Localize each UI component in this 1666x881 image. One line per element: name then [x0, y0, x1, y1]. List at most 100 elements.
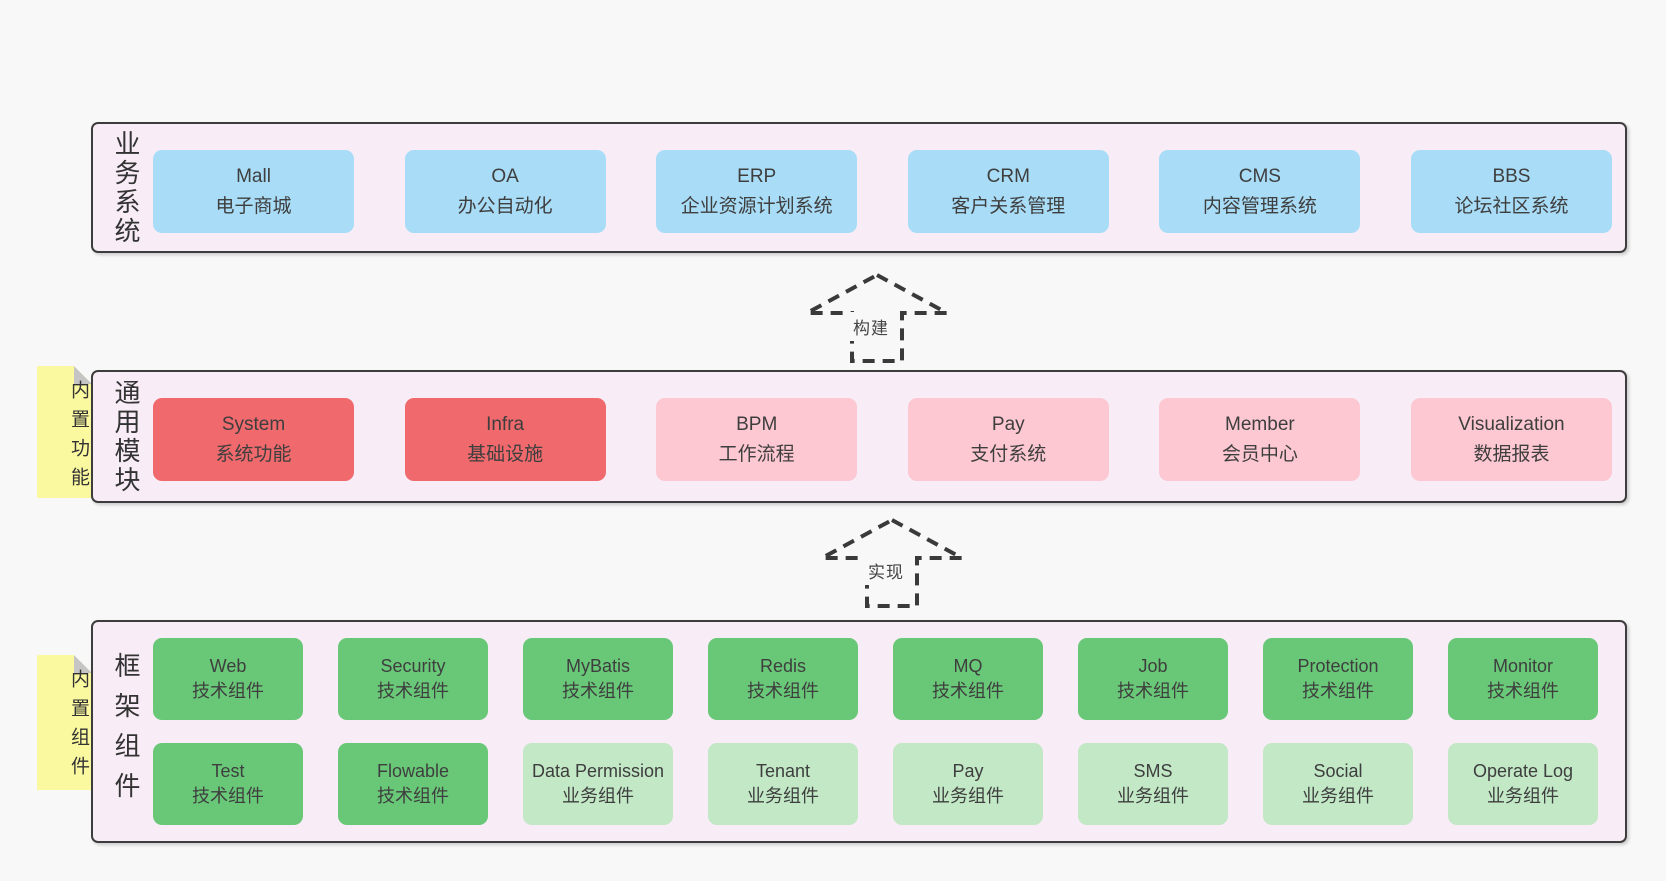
- implement-dashed-up-arrow-icon: [821, 517, 963, 608]
- box-title-en: Protection: [1297, 656, 1379, 676]
- box-title-zh: 电子商城: [215, 195, 292, 217]
- box-title-en: Web: [209, 656, 247, 676]
- component-box: Tenant 业务组件: [708, 743, 858, 825]
- component-box: Job 技术组件: [1078, 638, 1228, 720]
- component-box: Operate Log 业务组件: [1448, 743, 1598, 825]
- box-title-en: Pay: [991, 413, 1025, 435]
- box-title-zh: 论坛社区系统: [1454, 195, 1569, 217]
- box-title-zh: 技术组件: [377, 681, 449, 701]
- box-title-en: Mall: [236, 165, 271, 187]
- module-box: BPM 工作流程: [656, 398, 858, 481]
- component-box: Redis 技术组件: [708, 638, 858, 720]
- framework-components-grid: Web 技术组件 Security 技术组件 MyBatis 技术组件: [153, 638, 1598, 825]
- box-title-zh: 客户关系管理: [951, 195, 1066, 217]
- box-title-en: CMS: [1238, 165, 1281, 187]
- box-title-zh: 基础设施: [467, 443, 544, 465]
- box-title-zh: 技术组件: [192, 681, 264, 701]
- box-title-zh: 业务组件: [562, 786, 634, 806]
- box-title-en: Pay: [952, 761, 984, 781]
- box-title-en: Member: [1225, 413, 1295, 435]
- box-title-zh: 技术组件: [932, 681, 1004, 701]
- layer-title-framework-components: 框架组件: [111, 651, 141, 812]
- box-title-en: Infra: [486, 413, 525, 435]
- box-title-zh: 技术组件: [192, 786, 264, 806]
- sticky-note-builtin-features: 内置功能: [37, 366, 92, 498]
- box-title-en: Operate Log: [1472, 761, 1574, 781]
- component-box: SMS 业务组件: [1078, 743, 1228, 825]
- box-title-zh: 办公自动化: [457, 195, 553, 217]
- box-title-zh: 技术组件: [562, 681, 634, 701]
- box-title-zh: 内容管理系统: [1202, 195, 1317, 217]
- box-title-zh: 业务组件: [747, 786, 819, 806]
- business-systems-row: Mall 电子商城 OA 办公自动化 ERP 企业资源计划系统 CRM 客户关系…: [153, 150, 1612, 233]
- box-title-zh: 技术组件: [1117, 681, 1189, 701]
- arrow-label-build: 构建: [849, 312, 893, 341]
- box-title-en: System: [221, 413, 286, 435]
- box-title-zh: 业务组件: [1302, 786, 1374, 806]
- box-title-en: Visualization: [1458, 413, 1565, 435]
- system-box: CRM 客户关系管理: [907, 150, 1109, 233]
- box-title-en: BPM: [736, 413, 778, 435]
- box-title-zh: 会员中心: [1221, 443, 1298, 465]
- system-box: OA 办公自动化: [404, 150, 606, 233]
- box-title-en: Social: [1313, 761, 1363, 781]
- box-title-en: Tenant: [755, 761, 811, 781]
- system-box: Mall 电子商城: [153, 150, 354, 233]
- layer-common-modules: 通用模块 System 系统功能 Infra 基础设施 BPM 工作流程: [91, 370, 1627, 503]
- box-title-en: OA: [491, 165, 519, 187]
- component-box: Web 技术组件: [153, 638, 303, 720]
- box-title-en: MQ: [953, 656, 983, 676]
- component-box: Monitor 技术组件: [1448, 638, 1598, 720]
- box-title-en: Test: [211, 761, 245, 781]
- box-title-zh: 工作流程: [718, 443, 795, 465]
- module-box: Pay 支付系统: [907, 398, 1109, 481]
- box-title-en: Security: [380, 656, 446, 676]
- box-title-en: Flowable: [376, 761, 450, 781]
- box-title-zh: 企业资源计划系统: [680, 195, 833, 217]
- component-box: Flowable 技术组件: [338, 743, 488, 825]
- box-title-zh: 技术组件: [1487, 681, 1559, 701]
- arrow-label-implement: 实现: [864, 556, 908, 585]
- box-title-zh: 技术组件: [747, 681, 819, 701]
- sticky-note-builtin-components: 内置组件: [37, 655, 92, 790]
- box-title-en: Data Permission: [531, 761, 665, 781]
- box-title-en: ERP: [737, 165, 777, 187]
- components-row-1: Web 技术组件 Security 技术组件 MyBatis 技术组件: [153, 638, 1598, 720]
- box-title-en: BBS: [1492, 165, 1531, 187]
- box-title-zh: 业务组件: [1117, 786, 1189, 806]
- layer-title-business-systems: 业务系统: [111, 129, 141, 246]
- component-box: Protection 技术组件: [1263, 638, 1413, 720]
- component-box: Security 技术组件: [338, 638, 488, 720]
- sticky-note-label: 内置功能: [68, 380, 89, 496]
- box-title-en: Redis: [759, 656, 807, 676]
- module-box: Member 会员中心: [1159, 398, 1361, 481]
- component-box: Social 业务组件: [1263, 743, 1413, 825]
- component-box: MQ 技术组件: [893, 638, 1043, 720]
- component-box: MyBatis 技术组件: [523, 638, 673, 720]
- system-box: CMS 内容管理系统: [1159, 150, 1361, 233]
- layer-framework-components: 框架组件 Web 技术组件 Security 技术组件 MyBatis: [91, 620, 1627, 843]
- components-row-2: Test 技术组件 Flowable 技术组件 Data Permission …: [153, 743, 1598, 825]
- common-modules-row: System 系统功能 Infra 基础设施 BPM 工作流程 Pay 支付系统: [153, 398, 1612, 481]
- box-title-zh: 业务组件: [1487, 786, 1559, 806]
- module-box: Infra 基础设施: [404, 398, 606, 481]
- box-title-en: Job: [1138, 656, 1168, 676]
- component-box: Test 技术组件: [153, 743, 303, 825]
- box-title-zh: 业务组件: [932, 786, 1004, 806]
- sticky-note-label: 内置组件: [68, 669, 89, 785]
- box-title-zh: 技术组件: [377, 786, 449, 806]
- layer-title-common-modules: 通用模块: [111, 378, 141, 495]
- box-title-zh: 支付系统: [970, 443, 1047, 465]
- box-title-zh: 系统功能: [215, 443, 292, 465]
- box-title-en: SMS: [1133, 761, 1173, 781]
- module-box: Visualization 数据报表: [1410, 398, 1612, 481]
- system-box: ERP 企业资源计划系统: [656, 150, 858, 233]
- box-title-en: Monitor: [1492, 656, 1554, 676]
- box-title-zh: 数据报表: [1473, 443, 1550, 465]
- component-box: Pay 业务组件: [893, 743, 1043, 825]
- box-title-en: MyBatis: [565, 656, 630, 676]
- build-dashed-up-arrow-icon: [806, 272, 948, 363]
- layer-business-systems: 业务系统 Mall 电子商城 OA 办公自动化 ERP 企业资源计划系统: [91, 122, 1627, 253]
- box-title-en: CRM: [986, 165, 1030, 187]
- component-box: Data Permission 业务组件: [523, 743, 673, 825]
